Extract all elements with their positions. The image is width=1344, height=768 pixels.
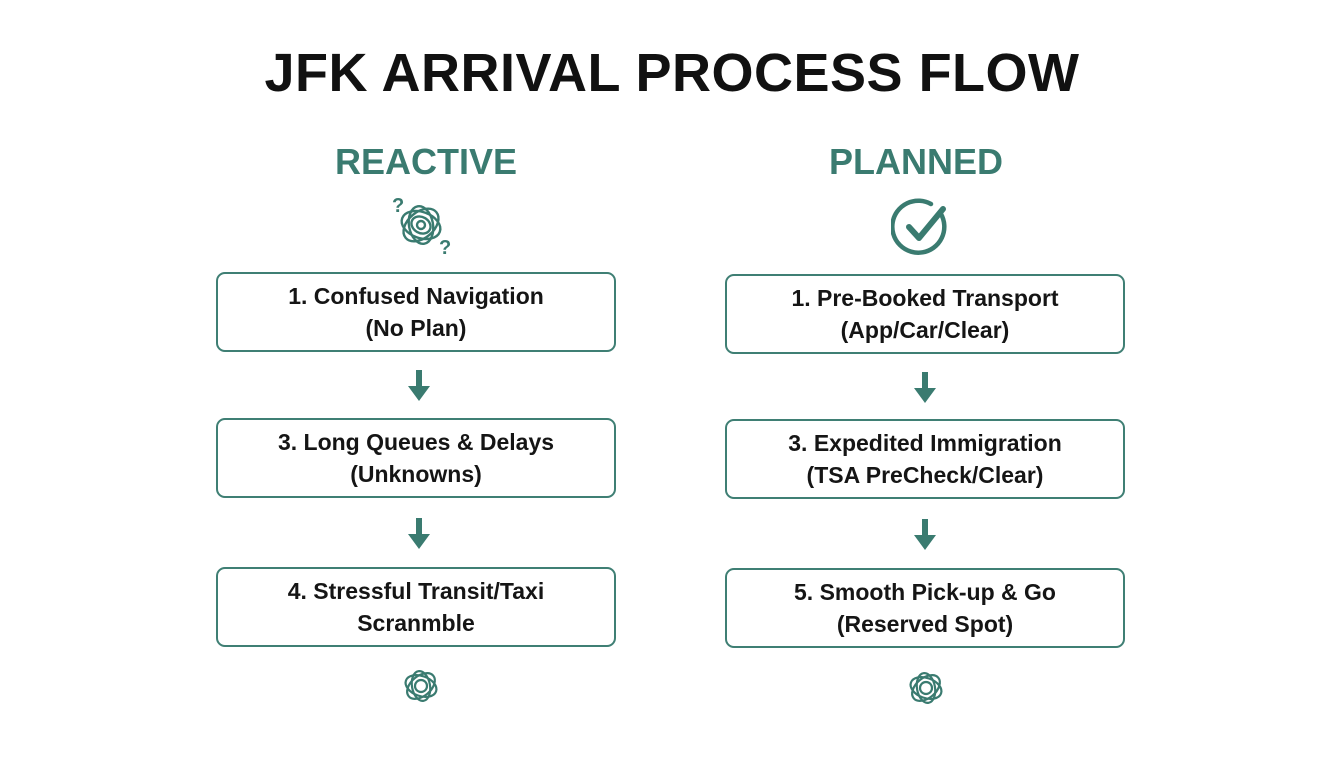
tangle-icon <box>909 672 943 704</box>
step-title: 1. Pre-Booked Transport <box>791 285 1059 311</box>
arrow-down-icon <box>408 518 430 549</box>
column-heading-planned: PLANNED <box>828 141 1003 182</box>
step-box-planned-1: 1. Pre-Booked Transport (App/Car/Clear) <box>725 274 1125 354</box>
column-heading-reactive: REACTIVE <box>334 141 518 182</box>
confused-question-icon: ? ? <box>392 195 451 258</box>
step-title: 4. Stressful Transit/Taxi <box>287 578 545 604</box>
page-title: JFK ARRIVAL PROCESS FLOW <box>264 43 1080 103</box>
step-subtitle: Scranmble <box>357 610 475 636</box>
arrow-down-icon <box>914 519 936 550</box>
step-title: 3. Expedited Immigration <box>788 430 1062 456</box>
tangle-icon <box>404 670 438 702</box>
step-box-reactive-2: 3. Long Queues & Delays (Unknowns) <box>216 418 616 498</box>
step-subtitle: (App/Car/Clear) <box>840 317 1010 343</box>
step-title: 3. Long Queues & Delays <box>277 429 555 455</box>
step-box-planned-3: 5. Smooth Pick-up & Go (Reserved Spot) <box>725 568 1125 648</box>
check-circle-icon <box>891 198 947 255</box>
arrow-down-icon <box>408 370 430 401</box>
step-box-reactive-1: 1. Confused Navigation (No Plan) <box>216 272 616 352</box>
step-box-reactive-3: 4. Stressful Transit/Taxi Scranmble <box>216 567 616 647</box>
step-subtitle: (Reserved Spot) <box>836 611 1014 637</box>
step-subtitle: (TSA PreCheck/Clear) <box>806 462 1044 488</box>
arrow-down-icon <box>914 372 936 403</box>
step-subtitle: (Unknowns) <box>350 461 482 487</box>
step-box-planned-2: 3. Expedited Immigration (TSA PreCheck/C… <box>725 419 1125 499</box>
svg-text:?: ? <box>392 195 404 217</box>
step-title: 1. Confused Navigation <box>288 283 544 309</box>
step-title: 5. Smooth Pick-up & Go <box>794 579 1056 605</box>
step-subtitle: (No Plan) <box>365 315 467 341</box>
svg-text:?: ? <box>439 237 451 258</box>
